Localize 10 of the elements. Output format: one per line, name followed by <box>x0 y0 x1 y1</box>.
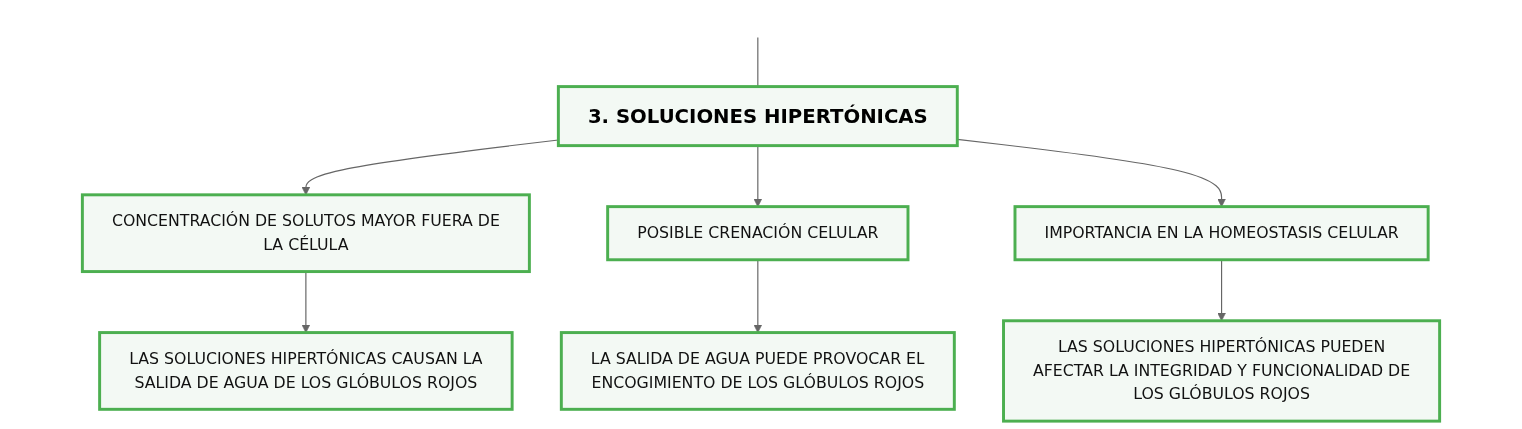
node-box: IMPORTANCIA EN LA HOMEOSTASIS CELULAR <box>1013 205 1430 262</box>
node-box: LAS SOLUCIONES HIPERTÓNICAS CAUSAN LA SALIDA DE AGUA DE LOS GLÓBULOS ROJOS <box>98 331 514 411</box>
arrow <box>301 271 311 333</box>
arrow <box>753 259 763 333</box>
node-box: CONCENTRACIÓN DE SOLUTOS MAYOR FUERA DE LA CÉLULA <box>80 193 531 274</box>
node-box: LA SALIDA DE AGUA PUEDE PROVOCAR EL ENCOGIMIENTO DE LOS GLÓBULOS ROJOS <box>559 331 956 411</box>
node-box: LAS SOLUCIONES HIPERTÓNICAS PUEDEN AFECTAR LA INTEGRIDAD Y FUNCIONALIDAD DE LOS GLÓBULOS ROJOS <box>1002 319 1442 423</box>
node-box: 3. SOLUCIONES HIPERTÓNICAS <box>556 85 959 148</box>
arrow <box>753 145 763 207</box>
node-box: POSIBLE CRENACIÓN CELULAR <box>606 205 910 262</box>
